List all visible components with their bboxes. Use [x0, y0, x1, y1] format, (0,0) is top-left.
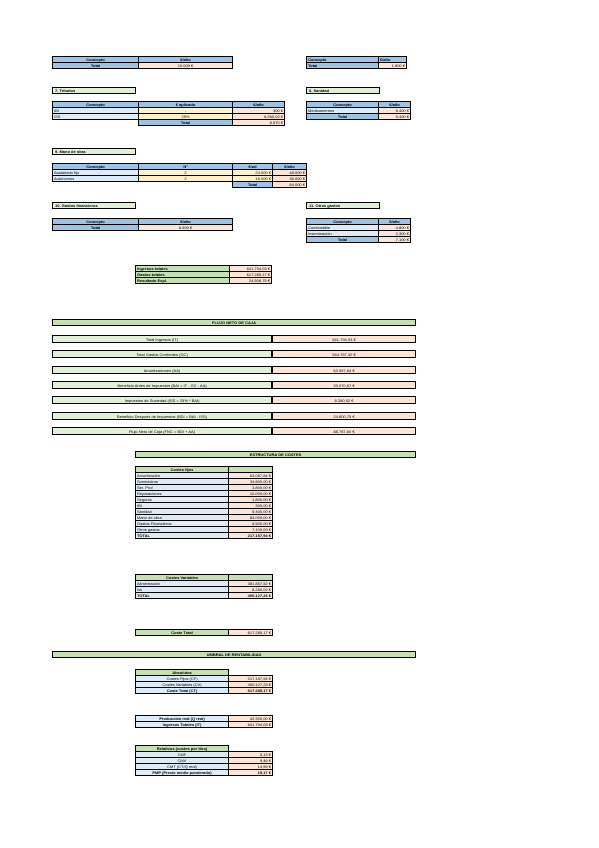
- total-label: Total: [306, 62, 379, 69]
- total-label: Total: [306, 113, 379, 120]
- table-absolutos: Absolutos Costes Fijos (CF)217.157,94 € …: [135, 669, 273, 694]
- total-value: 84.000 €: [272, 181, 307, 188]
- total-label: Total: [306, 236, 379, 243]
- total-value: 5.400 €: [378, 113, 411, 120]
- ingresos-label: Ingresos Totales (IT): [135, 721, 229, 728]
- flujo-value: 8.260,92 €: [272, 396, 416, 404]
- table-coste-total: Coste Total 617.285,17 €: [135, 629, 273, 636]
- umbral-title: UMBRAL DE RENTABILIDAD: [52, 651, 416, 658]
- total-label: Total: [232, 181, 273, 188]
- flujo-label: Amortizaciones (AA): [52, 366, 272, 374]
- variables-total-label: TOTAL: [135, 592, 229, 599]
- total-value: 6.500 €: [138, 224, 233, 231]
- variables-total-value: 400.127,23 €: [228, 592, 273, 599]
- total-value: 10.000 €: [138, 62, 233, 69]
- flujo-value: 24.800,75 €: [272, 412, 416, 420]
- flujo-row: Beneficio Antes de Impuestos (BAI = IT -…: [52, 381, 416, 389]
- section-otros-gastos: 11. Otros gastos: [306, 202, 380, 209]
- flujo-label: Impuestos de Sociedad (ISS = 25% * BAI): [52, 396, 272, 404]
- table-sanidad: Concepto €/año Medicamentos 5.400 € Tota…: [306, 101, 411, 120]
- table-resumen: Ingresos totales 641.794,03 € Gastos tot…: [135, 265, 272, 284]
- absoluto-label: Coste Total (CT): [135, 687, 229, 694]
- section-mano-de-obra: 9. Mano de obra: [52, 148, 136, 155]
- table-top-right: Concepto €/año Total 1.800 €: [306, 56, 407, 69]
- section-tributos: 7. Tributos: [52, 87, 136, 94]
- table-top-left: Concepto €/año Total 10.000 €: [52, 56, 233, 69]
- flujo-title: FLUJO NETO DE CAJA: [52, 319, 416, 326]
- total-value: 7.100 €: [378, 236, 411, 243]
- flujo-label: Flujo Neto de Caja (FNC = BDI + AA): [52, 427, 272, 435]
- flujo-label: Beneficio Después de Impuestos (BDI = BA…: [52, 412, 272, 420]
- resultado-label: Resultado Expl.: [135, 277, 230, 284]
- table-otros-gastos: Concepto €/año Combustible 4.800 € Insem…: [306, 218, 411, 243]
- coste-total-label: Coste Total: [135, 629, 229, 636]
- flujo-value: 33.070,67 €: [272, 381, 416, 389]
- flujo-value: 641.794,93 €: [272, 335, 416, 343]
- fijos-total-value: 217.157,94 €: [228, 532, 273, 539]
- flujo-value: 88.767,60 €: [272, 427, 416, 435]
- fijos-total-label: TOTAL: [135, 532, 229, 539]
- relativo-value: 15,17 €: [228, 769, 273, 776]
- flujo-label: Total Ingresos (IT): [52, 335, 272, 343]
- flujo-label: Beneficio Antes de Impuestos (BAI = IT -…: [52, 381, 272, 389]
- total-label: Total: [52, 62, 139, 69]
- estructura-title: ESTRUCTURA DE COSTES: [135, 451, 416, 458]
- flujo-value: 63.957,84 €: [272, 366, 416, 374]
- flujo-row: Total Ingresos (IT) 641.794,93 €: [52, 335, 416, 343]
- flujo-row: Amortizaciones (AA) 63.957,84 €: [52, 366, 416, 374]
- table-produccion: Producción real (Q real)42.300,00 € Ingr…: [135, 715, 273, 728]
- flujo-row: Beneficio Después de Impuestos (BDI = BA…: [52, 412, 416, 420]
- flujo-value: 544.757,32 €: [272, 350, 416, 358]
- ingresos-value: 641.794,03 €: [228, 721, 273, 728]
- table-tributos: Concepto € aplicado €/año IBI - 300 € IS…: [52, 101, 285, 126]
- total-value: 8.570 €: [232, 119, 285, 126]
- coste-total-value: 617.285,17 €: [228, 629, 273, 636]
- flujo-row: Flujo Neto de Caja (FNC = BDI + AA) 88.7…: [52, 427, 416, 435]
- section-sanidad: 8. Sanidad: [306, 87, 380, 94]
- absoluto-value: 617.285,17 €: [228, 687, 273, 694]
- flujo-row: Total Gastos Corrientes (GC) 544.757,32 …: [52, 350, 416, 358]
- flujo-label: Total Gastos Corrientes (GC): [52, 350, 272, 358]
- total-label: Total: [138, 119, 233, 126]
- resultado-value: 24.508,75 €: [229, 277, 272, 284]
- table-mano-de-obra: Concepto Nº €/ud €/año Asalariado fijo 2…: [52, 163, 307, 188]
- total-label: Total: [52, 224, 139, 231]
- table-gastos-financieros: Concepto €/año Total 6.500 €: [52, 218, 233, 231]
- relativo-label: PMP (Precio medio ponderado): [135, 769, 229, 776]
- total-value: 1.800 €: [378, 62, 407, 69]
- section-gastos-financieros: 10. Gastos financieros: [52, 202, 136, 209]
- flujo-row: Impuestos de Sociedad (ISS = 25% * BAI) …: [52, 396, 416, 404]
